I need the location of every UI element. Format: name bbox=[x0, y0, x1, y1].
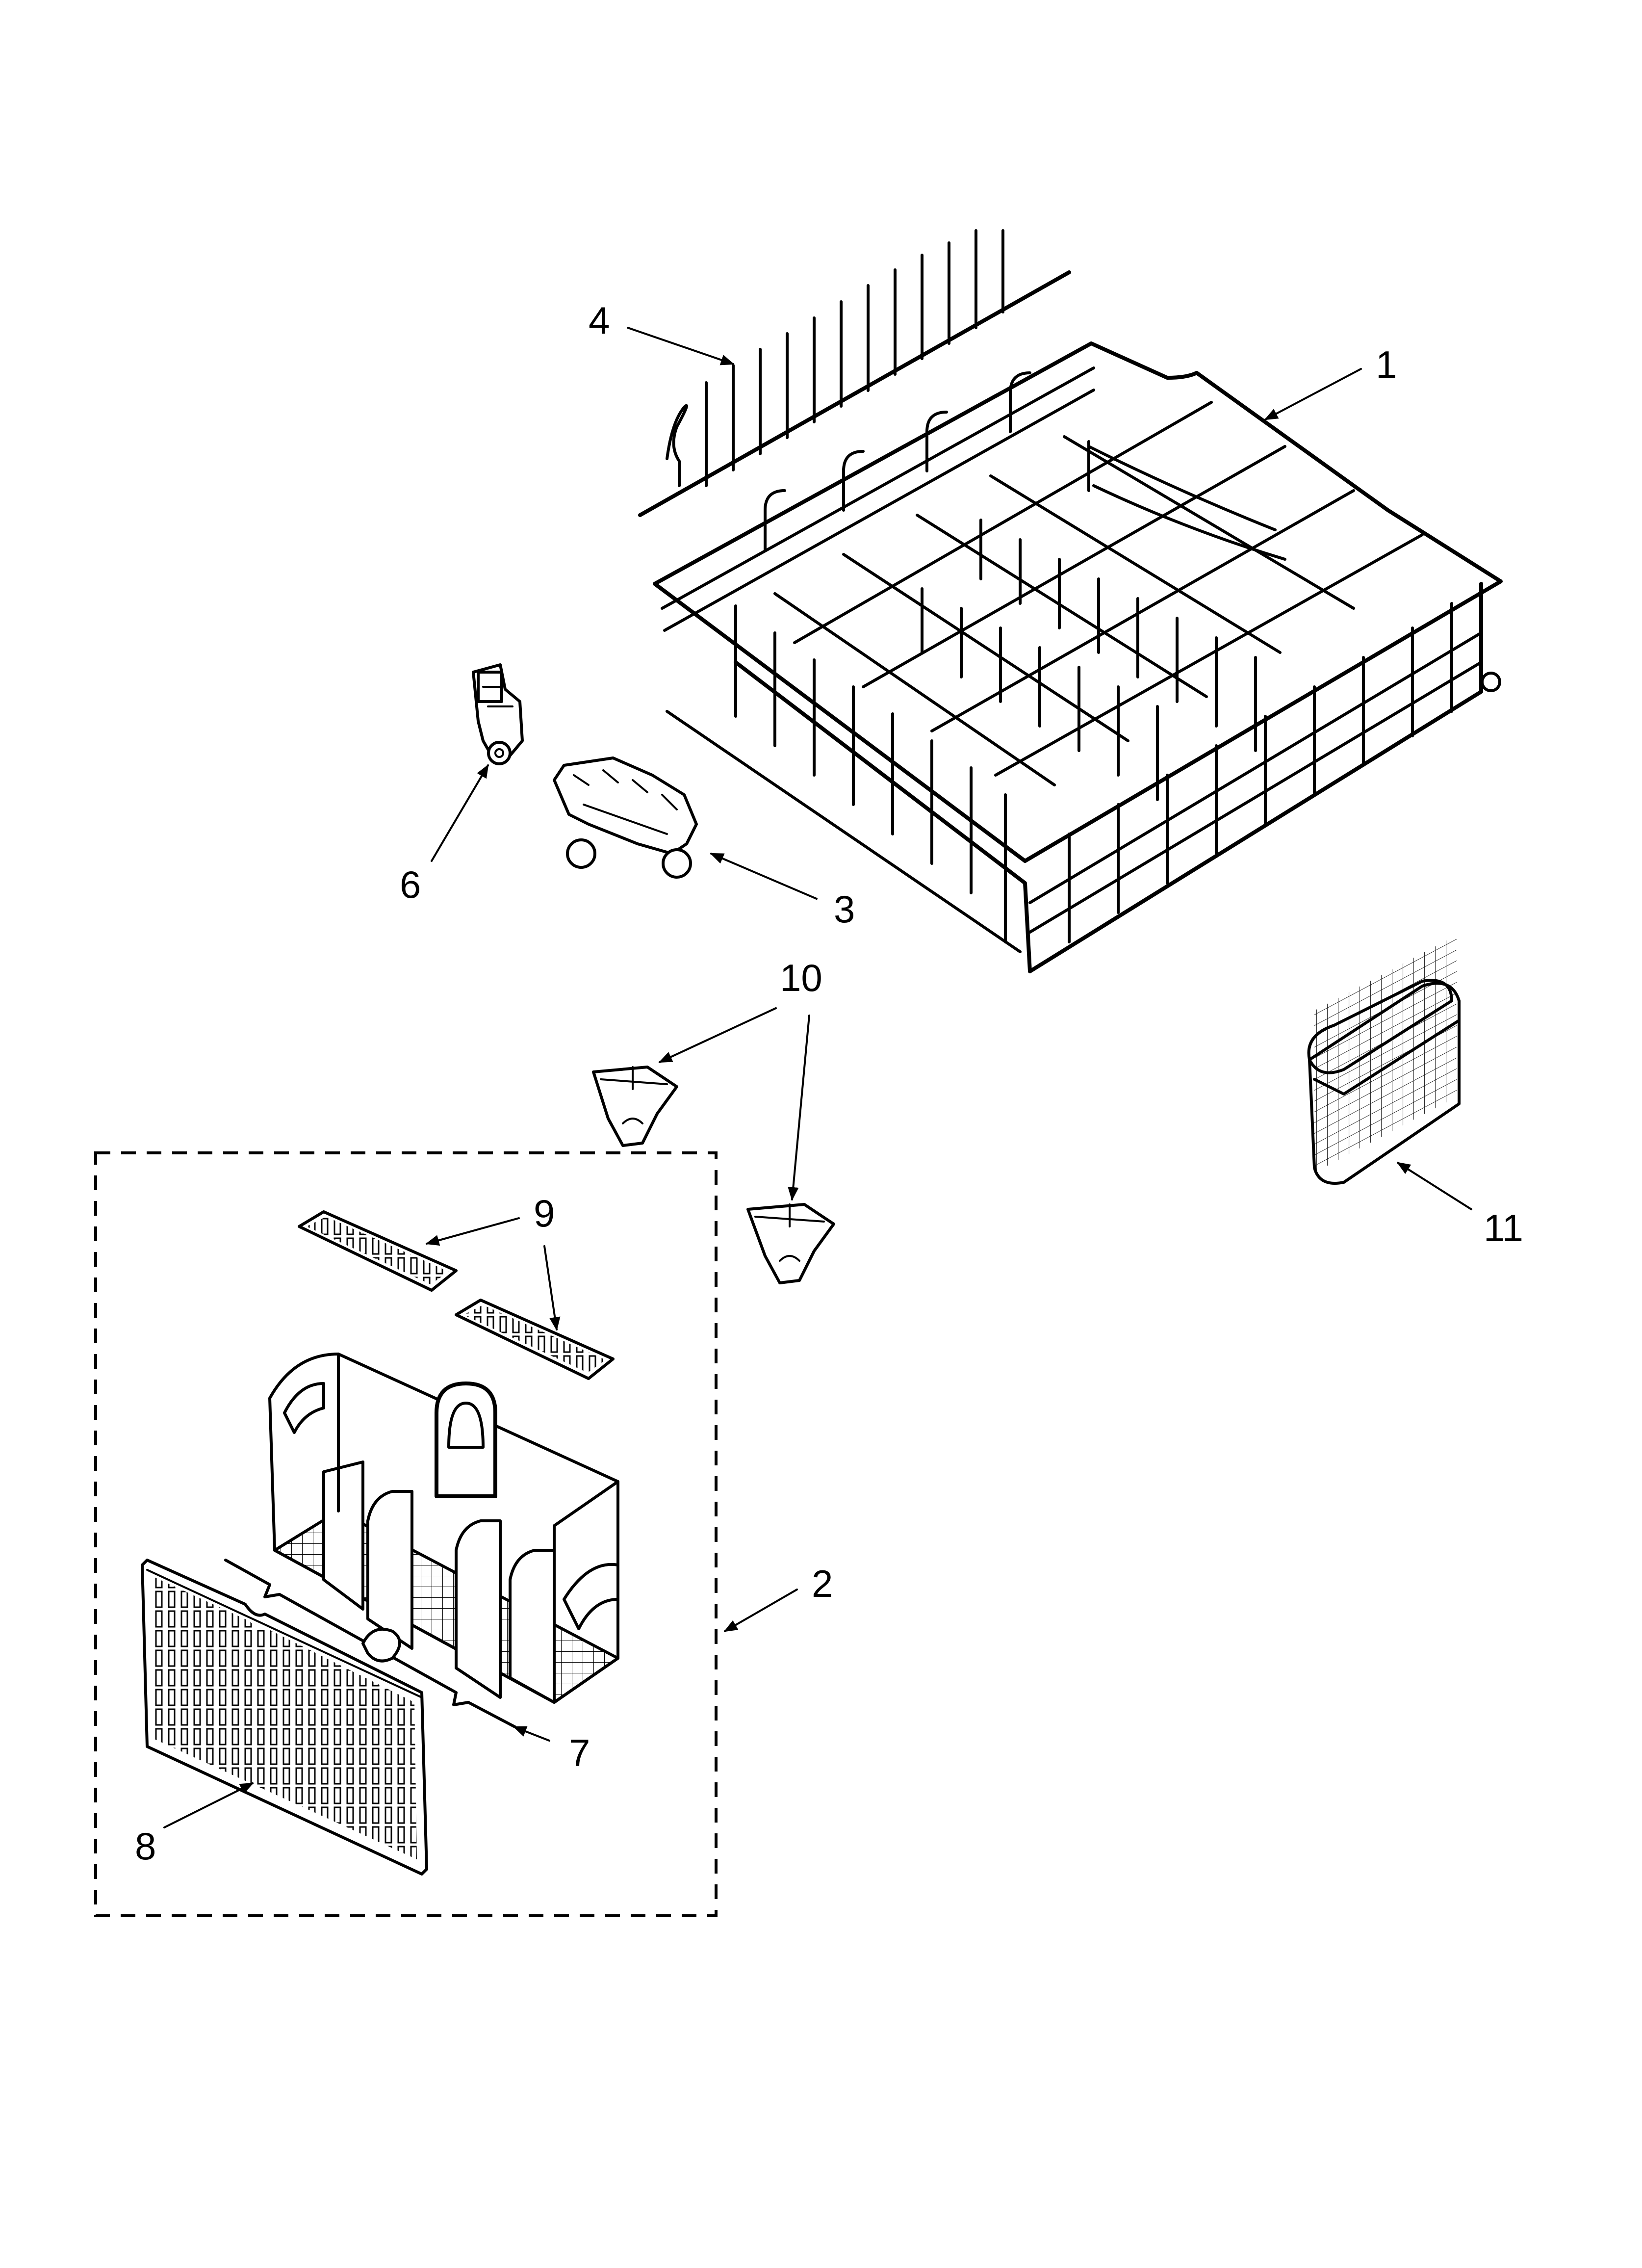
tine-row-part-4 bbox=[638, 229, 1071, 517]
leader-9b bbox=[543, 1245, 561, 1331]
leader-3 bbox=[710, 853, 818, 900]
silverware-basket-part-2 bbox=[268, 1353, 619, 1704]
rack-wheel-part-3 bbox=[553, 756, 698, 879]
leader-10a bbox=[658, 1007, 777, 1063]
rack-clip-part-10-a bbox=[592, 1066, 678, 1147]
callout-8: 8 bbox=[135, 1825, 156, 1868]
callout-9: 9 bbox=[534, 1192, 555, 1235]
dish-rack-part-1 bbox=[653, 341, 1503, 973]
callout-10: 10 bbox=[780, 956, 822, 999]
basket-cover-part-9-a bbox=[298, 1210, 458, 1292]
basket-cover-part-9-b bbox=[455, 1299, 615, 1380]
callout-11: 11 bbox=[1484, 1206, 1523, 1250]
rack-clip-part-10-b bbox=[746, 1203, 835, 1284]
callout-3: 3 bbox=[834, 887, 855, 931]
callout-6: 6 bbox=[400, 863, 421, 906]
cover-panel-part-8 bbox=[141, 1559, 428, 1876]
callout-2: 2 bbox=[812, 1562, 833, 1605]
leader-11 bbox=[1396, 1162, 1472, 1210]
leader-4 bbox=[627, 327, 735, 365]
leader-7 bbox=[513, 1726, 550, 1742]
leader-8 bbox=[163, 1782, 254, 1828]
leader-6 bbox=[431, 764, 489, 862]
leader-9a bbox=[425, 1217, 520, 1246]
utensil-basket-part-11 bbox=[1307, 935, 1461, 1185]
leader-arrows bbox=[163, 327, 1472, 1828]
callout-1: 1 bbox=[1376, 343, 1397, 386]
mounting-wire-part-7 bbox=[224, 1559, 516, 1728]
leader-1 bbox=[1264, 368, 1362, 420]
kit-boundary-part-2 bbox=[94, 1151, 718, 1917]
callout-7: 7 bbox=[569, 1731, 590, 1774]
callout-4: 4 bbox=[589, 299, 610, 342]
leader-2 bbox=[723, 1589, 798, 1632]
leader-10b bbox=[788, 1015, 810, 1201]
rack-adjuster-part-6 bbox=[472, 663, 524, 765]
